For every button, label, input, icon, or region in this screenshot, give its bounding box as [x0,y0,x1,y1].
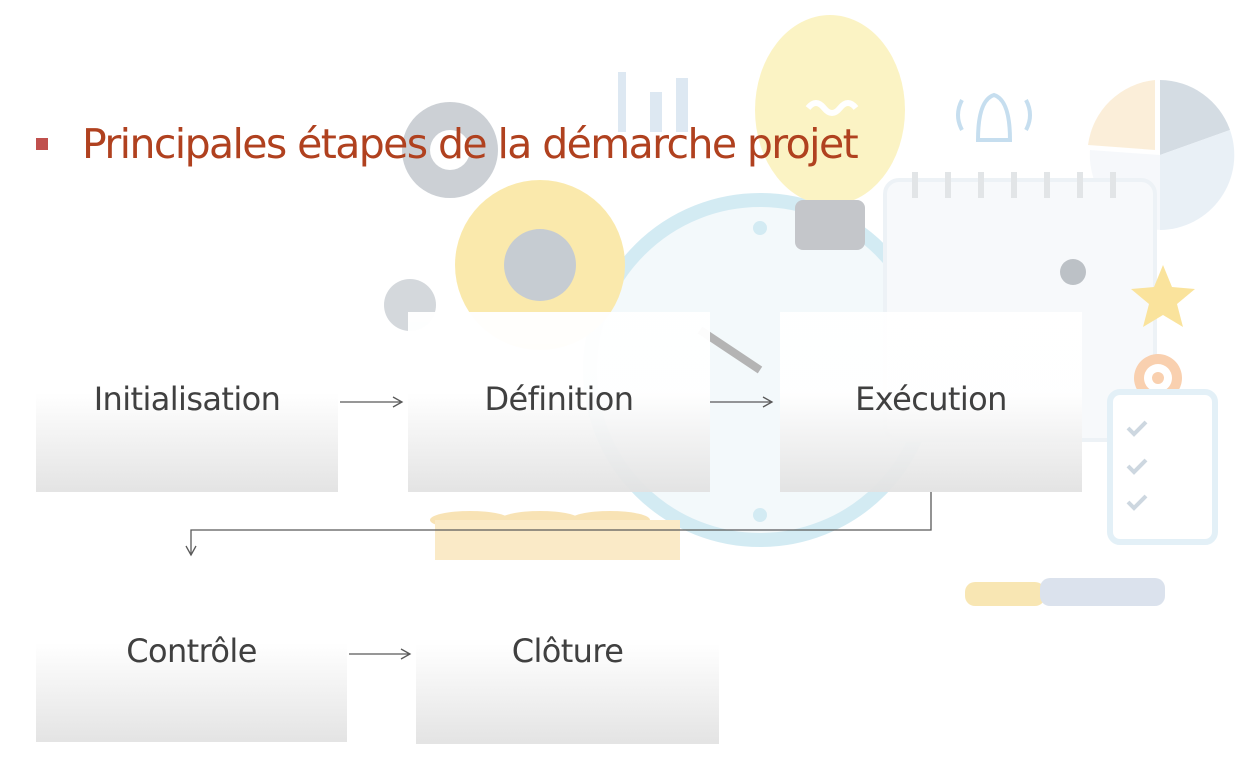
step-label: Clôture [511,632,624,670]
pie-chart-icon [1088,80,1235,230]
clipboard-icon [1107,389,1218,545]
page-title: Principales étapes de la démarche projet [82,120,859,168]
step-label: Définition [484,380,635,418]
step-label: Exécution [855,380,1007,418]
coins-icon [430,511,680,560]
target-icon [1134,354,1182,402]
star-icon [1131,265,1195,327]
arrow-initialisation-to-definition [340,396,404,408]
title-row: Principales étapes de la démarche projet [36,120,859,168]
check-circle-icon [1060,259,1086,285]
arrow-controle-to-cloture [349,648,412,660]
step-definition: Définition [408,312,710,492]
gear-icon [1040,578,1165,606]
arrow-definition-to-execution [710,396,774,408]
step-label: Contrôle [126,632,257,670]
step-label: Initialisation [93,380,281,418]
step-controle: Contrôle [36,562,347,742]
gear-icon [965,582,1045,606]
step-cloture: Clôture [416,562,719,744]
step-initialisation: Initialisation [36,312,338,492]
arrow-execution-to-controle [185,492,932,557]
bullet-icon [36,138,48,150]
bell-icon [956,92,1032,142]
step-execution: Exécution [780,312,1082,492]
